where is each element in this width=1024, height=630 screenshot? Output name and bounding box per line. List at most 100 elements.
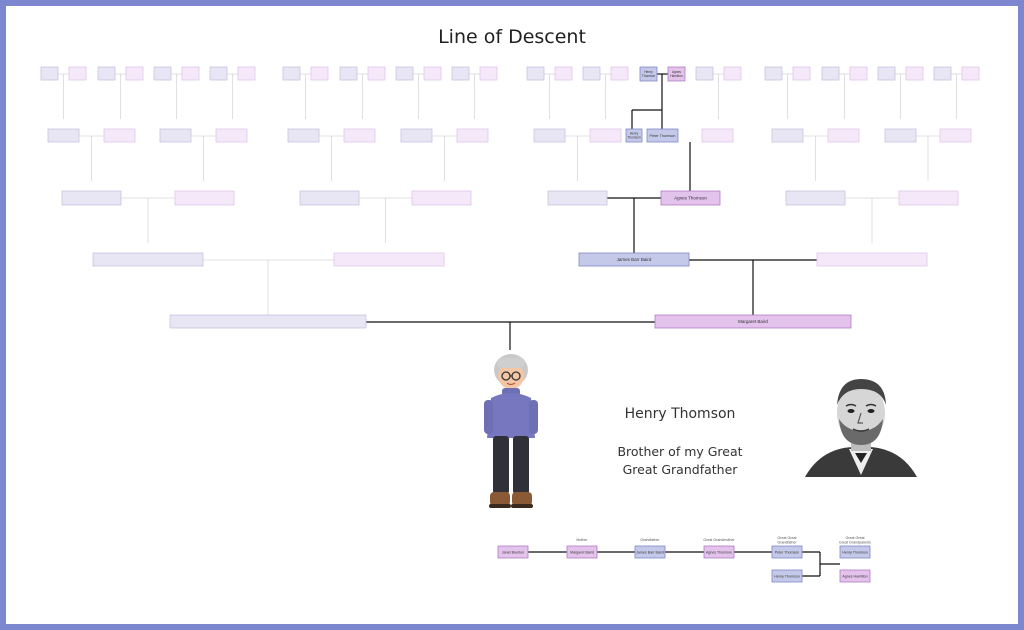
tree-box-gen4-peter[interactable]: Peter Thomson (646, 128, 679, 143)
tree-box-gen5-23[interactable] (695, 66, 714, 81)
lineage-header-3: Great Grandmother (703, 538, 735, 542)
tree-box-gen3-6[interactable]: Agnes Thomson (660, 190, 721, 206)
tree-box-gen5-8[interactable] (237, 66, 256, 81)
tree-box-gen2-4-rect (816, 252, 928, 267)
tree-box-gen3-7[interactable] (785, 190, 846, 206)
tree-box-gen5-32[interactable] (961, 66, 980, 81)
tree-box-gen5-28[interactable] (849, 66, 868, 81)
tree-box-gen5-19[interactable] (582, 66, 601, 81)
tree-box-gen5-4[interactable] (125, 66, 144, 81)
tree-box-gen5-27[interactable] (821, 66, 840, 81)
tree-box-gen5-25-rect (764, 66, 783, 81)
tree-box-gen3-2-rect (174, 190, 235, 206)
tree-box-gen3-8[interactable] (898, 190, 959, 206)
lineage-box-3-label: James Barr Baird (636, 550, 664, 554)
tree-box-gen5-17[interactable] (526, 66, 545, 81)
page-title: Line of Descent (438, 26, 586, 48)
lineage-header-5: Great Great (846, 536, 865, 540)
tree-box-gen5-10[interactable] (310, 66, 329, 81)
lineage-header-4: Great Great (778, 536, 797, 540)
user-avatar-illustration (484, 354, 538, 508)
tree-box-gen5-9-rect (282, 66, 301, 81)
tree-box-gen5-5-rect (153, 66, 172, 81)
tree-box-gen3-2[interactable] (174, 190, 235, 206)
lineage-box-5[interactable]: Peter Thomson (771, 545, 803, 559)
tree-box-gen5-26[interactable] (792, 66, 811, 81)
lineage-box-1-label: Janet Brunton (502, 550, 524, 554)
tree-box-gen4-13-rect (771, 128, 804, 143)
relationship-line-2: Great Grandfather (622, 462, 738, 477)
tree-box-gen5-7[interactable] (209, 66, 228, 81)
lineage-box-8-label: Agnes Hamilton (842, 574, 867, 578)
tree-box-gen1-right[interactable]: Margaret Baird (654, 314, 852, 329)
tree-box-gen4-3-rect (159, 128, 192, 143)
tree-box-gen5-20[interactable] (610, 66, 629, 81)
tree-box-gen5-5[interactable] (153, 66, 172, 81)
tree-box-gen4-16[interactable] (939, 128, 972, 143)
tree-box-gen4-7[interactable] (400, 128, 433, 143)
tree-box-gen2-2[interactable] (333, 252, 445, 267)
tree-box-gen4-5[interactable] (287, 128, 320, 143)
lineage-box-1[interactable]: Janet Brunton (497, 545, 529, 559)
tree-box-gen3-8-rect (898, 190, 959, 206)
tree-box-gen5-12[interactable] (367, 66, 386, 81)
tree-box-gen5-2[interactable] (68, 66, 87, 81)
highlighted-connector-lines (366, 73, 817, 350)
tree-box-gen5-14[interactable] (423, 66, 442, 81)
tree-box-gen4-8[interactable] (456, 128, 489, 143)
subject-name: Henry Thomson (624, 406, 736, 422)
tree-box-gen3-1[interactable] (61, 190, 122, 206)
tree-box-gen3-3[interactable] (299, 190, 360, 206)
lineage-box-4[interactable]: Agnes Thomson (703, 545, 735, 559)
lineage-box-5-rect (771, 545, 803, 559)
tree-box-gen5-11[interactable] (339, 66, 358, 81)
lineage-box-6[interactable]: Henry Thomson (771, 569, 803, 583)
tree-box-gen2-3[interactable]: James Barr Baird (578, 252, 690, 267)
tree-box-gen5-14-rect (423, 66, 442, 81)
tree-box-gen4-15[interactable] (884, 128, 917, 143)
tree-box-gen5-12-rect (367, 66, 386, 81)
tree-box-gen5-30[interactable] (905, 66, 924, 81)
tree-box-gen5-9[interactable] (282, 66, 301, 81)
tree-box-gen4-14[interactable] (827, 128, 860, 143)
lineage-box-8[interactable]: Agnes Hamilton (839, 569, 871, 583)
tree-box-gen4-1[interactable] (47, 128, 80, 143)
tree-box-gen4-13[interactable] (771, 128, 804, 143)
tree-box-gen4-peter-spouse[interactable] (701, 128, 734, 143)
tree-box-gen4-3[interactable] (159, 128, 192, 143)
tree-box-gen5-13[interactable] (395, 66, 414, 81)
tree-box-gen3-4[interactable] (411, 190, 472, 206)
tree-box-gen5-1-rect (40, 66, 59, 81)
lineage-box-2[interactable]: Margaret Baird (566, 545, 598, 559)
tree-box-gen5-henry-rect (639, 66, 658, 82)
tree-box-gen5-31[interactable] (933, 66, 952, 81)
tree-box-gen5-16[interactable] (479, 66, 498, 81)
tree-box-gen4-6[interactable] (343, 128, 376, 143)
tree-box-gen5-3[interactable] (97, 66, 116, 81)
tree-box-gen2-1[interactable] (92, 252, 204, 267)
tree-box-gen4-10[interactable] (589, 128, 622, 143)
lineage-box-2-rect (566, 545, 598, 559)
lineage-box-7[interactable]: Henry Thomson (839, 545, 871, 559)
tree-box-gen3-5[interactable] (547, 190, 608, 206)
tree-box-gen4-4[interactable] (215, 128, 248, 143)
tree-box-gen5-25[interactable] (764, 66, 783, 81)
tree-box-gen5-6[interactable] (181, 66, 200, 81)
tree-box-gen4-henry-rect (625, 128, 643, 143)
tree-box-gen5-30-rect (905, 66, 924, 81)
tree-box-gen5-1[interactable] (40, 66, 59, 81)
tree-box-gen4-peter-rect (646, 128, 679, 143)
lineage-box-3[interactable]: James Barr Baird (634, 545, 666, 559)
tree-box-gen4-9[interactable] (533, 128, 566, 143)
tree-box-gen2-4[interactable] (816, 252, 928, 267)
tree-box-gen5-29[interactable] (877, 66, 896, 81)
tree-box-gen4-2[interactable] (103, 128, 136, 143)
tree-box-gen5-24[interactable] (723, 66, 742, 81)
tree-box-gen1-left[interactable] (169, 314, 367, 329)
tree-box-gen5-15[interactable] (451, 66, 470, 81)
tree-box-gen5-18[interactable] (554, 66, 573, 81)
tree-box-gen4-4-rect (215, 128, 248, 143)
